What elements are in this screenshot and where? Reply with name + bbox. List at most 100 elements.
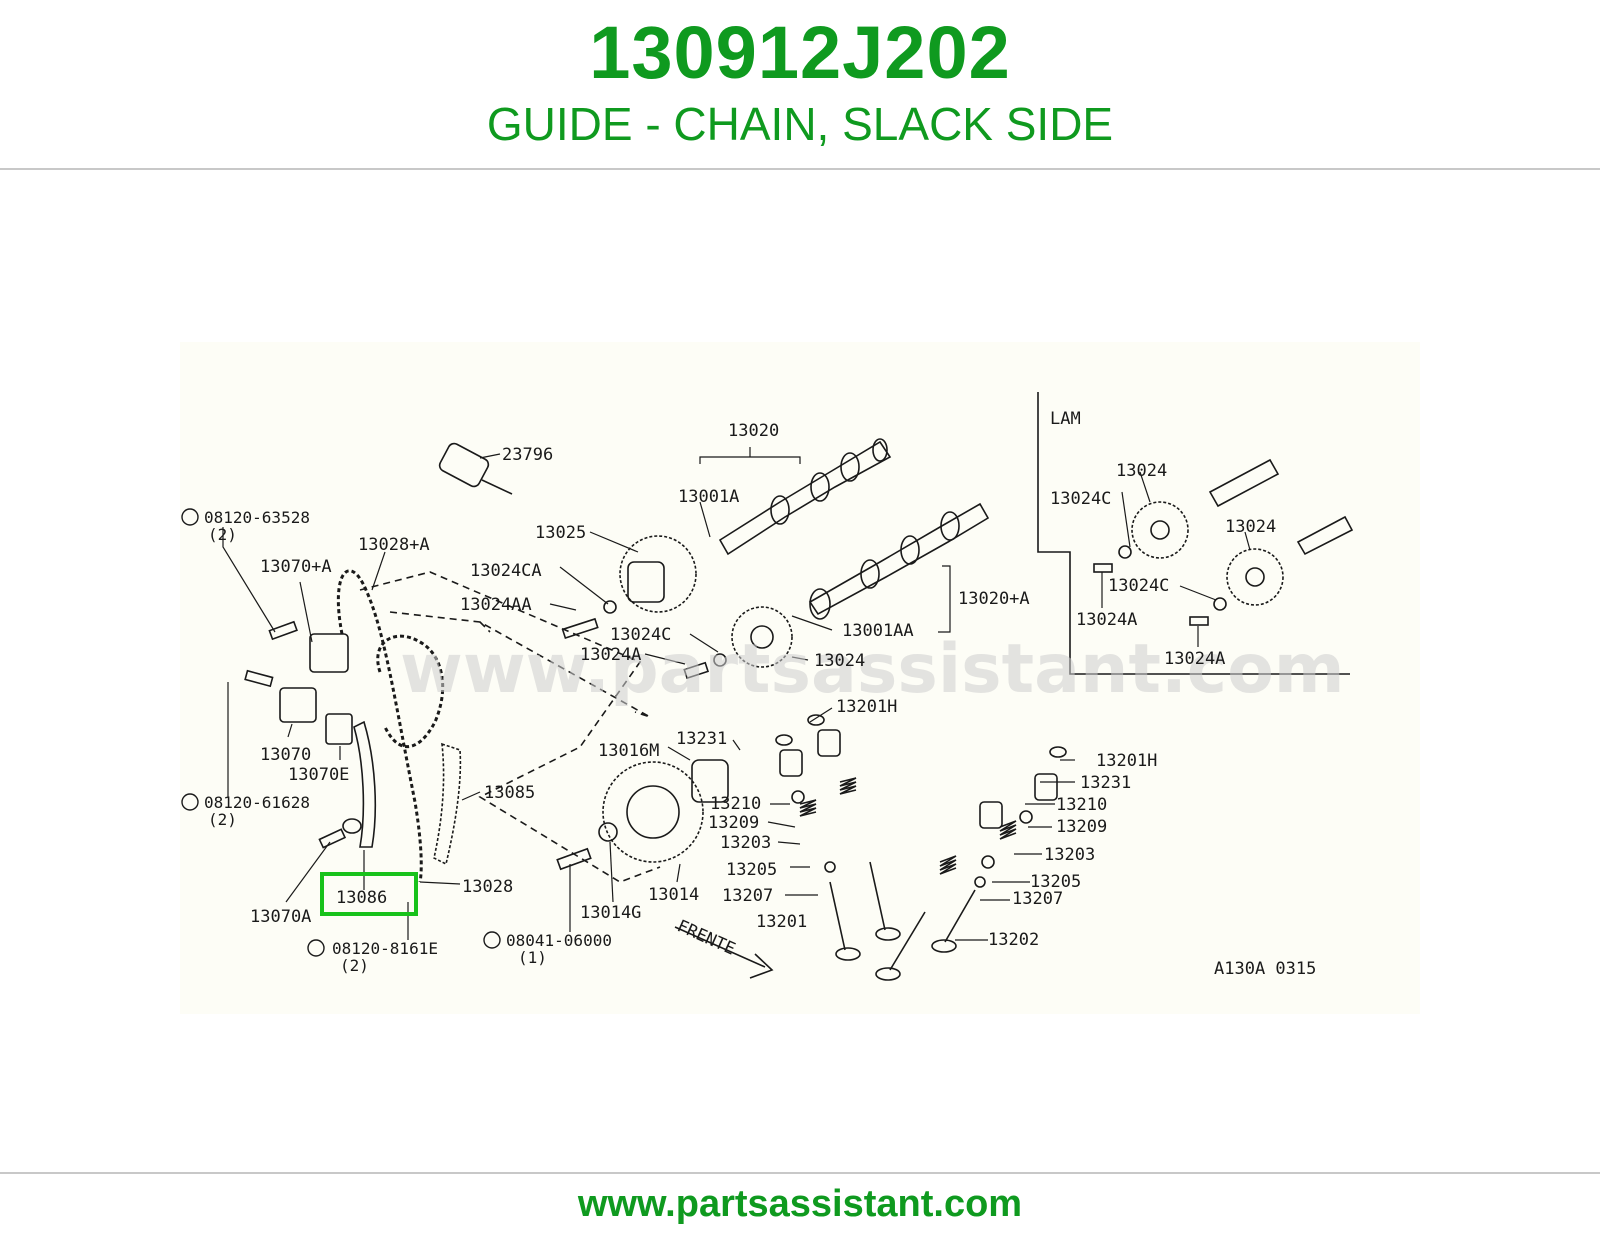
- label-13201: 13201: [756, 912, 807, 932]
- label-13231-right: 13231: [1080, 773, 1131, 793]
- timing-chain: [336, 569, 423, 883]
- valve-spring: [839, 777, 857, 795]
- exploded-view-drawing: www.partsassistant.com 23796 13020 13001…: [181, 392, 1354, 981]
- washer: [603, 600, 617, 614]
- dashed-outline: [389, 611, 651, 718]
- shim: [775, 734, 793, 746]
- bolt-badge-icon: [307, 939, 325, 957]
- label-13205-right: 13205: [1030, 872, 1081, 892]
- label-13028: 13028: [462, 877, 513, 897]
- variable-timing-unit: [627, 561, 665, 603]
- direction-label: FRENTE: [674, 916, 738, 959]
- inset-label-13024a-b: 13024A: [1164, 649, 1225, 669]
- valve-spring: [999, 820, 1017, 840]
- label-13209: 13209: [708, 813, 759, 833]
- label-13202: 13202: [988, 930, 1039, 950]
- label-bolt-2: 08120-61628: [204, 793, 310, 812]
- label-13020-plus-a: 13020+A: [958, 589, 1030, 609]
- valve-lifter: [1034, 773, 1058, 801]
- part-name: GUIDE - CHAIN, SLACK SIDE: [486, 98, 1114, 150]
- label-13203-right: 13203: [1044, 845, 1095, 865]
- retainer: [1019, 810, 1033, 824]
- label-13001aa: 13001AA: [842, 621, 914, 641]
- leader-lines: [222, 447, 1251, 941]
- dashed-outline: [359, 571, 661, 883]
- valve-spring: [939, 855, 957, 875]
- footer-site-link[interactable]: www.partsassistant.com: [577, 1183, 1023, 1225]
- valve-left: [829, 861, 901, 961]
- dashed-outline: [479, 621, 491, 633]
- label-13024a: 13024A: [580, 645, 641, 665]
- diagram-code: A130A 0315: [1214, 959, 1316, 979]
- label-13024aa: 13024AA: [460, 595, 532, 615]
- label-13001a: 13001A: [678, 487, 739, 507]
- inset-label-13024c-b: 13024C: [1108, 576, 1169, 596]
- label-13070e: 13070E: [288, 765, 349, 785]
- label-13016m: 13016M: [598, 741, 659, 761]
- label-13201h-right: 13201H: [1096, 751, 1157, 771]
- retainer: [981, 855, 995, 869]
- inset-label-13024c-a: 13024C: [1050, 489, 1111, 509]
- bolt: [683, 661, 710, 680]
- bolt: [244, 669, 274, 688]
- inset-label-13024-a: 13024: [1116, 461, 1167, 481]
- valve-lifter: [979, 801, 1003, 829]
- label-23796: 23796: [502, 445, 553, 465]
- inset-title: LAM: [1050, 409, 1081, 429]
- washer: [713, 653, 727, 667]
- shim: [807, 714, 825, 726]
- label-bolt-1: 08120-63528: [204, 508, 310, 527]
- crank-sprocket: [602, 761, 704, 863]
- bolt-badge-icon: [181, 508, 199, 526]
- part-number: 130912J202: [589, 11, 1011, 94]
- crank-hub: [691, 759, 729, 803]
- label-13210-right: 13210: [1056, 795, 1107, 815]
- label-13210: 13210: [710, 794, 761, 814]
- label-13209-right: 13209: [1056, 817, 1107, 837]
- camshaft-upper: [718, 438, 892, 556]
- retainer: [974, 876, 986, 888]
- cam-sprocket: [619, 535, 697, 613]
- label-13207-right: 13207: [1012, 889, 1063, 909]
- label-13070: 13070: [260, 745, 311, 765]
- tension-guide: [433, 742, 462, 866]
- label-13014: 13014: [648, 885, 699, 905]
- inset-sprocket: [1131, 501, 1189, 559]
- valve-spring: [799, 799, 817, 817]
- bolt: [318, 828, 347, 849]
- label-13024c: 13024C: [610, 625, 671, 645]
- chain-tensioner: [279, 687, 317, 723]
- header-divider: [0, 168, 1600, 170]
- cam-sprocket: [731, 606, 793, 668]
- label-13014g: 13014G: [580, 903, 641, 923]
- inset-label-13024-b: 13024: [1225, 517, 1276, 537]
- timing-chain: [376, 634, 445, 749]
- bolt: [561, 617, 599, 640]
- valve-right: [875, 889, 976, 981]
- label-13207: 13207: [722, 886, 773, 906]
- label-13070-plus-a: 13070+A: [260, 557, 332, 577]
- pivot-washer: [342, 818, 362, 834]
- direction-arrow: [674, 926, 774, 979]
- tensioner-gasket: [325, 713, 353, 745]
- inset-camshaft: [1208, 458, 1280, 508]
- inset-label-13024a-a: 13024A: [1076, 610, 1137, 630]
- label-bolt-2-qty: (2): [208, 810, 237, 829]
- retainer: [791, 790, 805, 804]
- inset-washer: [1213, 597, 1227, 611]
- label-bolt-4-qty: (1): [518, 948, 547, 967]
- label-13025: 13025: [535, 523, 586, 543]
- inset-frame: [1037, 392, 1350, 675]
- diagram-watermark: www.partsassistant.com: [400, 630, 1345, 709]
- label-13020: 13020: [728, 421, 779, 441]
- parts-diagram: www.partsassistant.com 23796 13020 13001…: [180, 342, 1420, 1014]
- label-13024ca: 13024CA: [470, 561, 542, 581]
- label-bolt-3: 08120-8161E: [332, 939, 438, 958]
- tensioner-bracket: [309, 633, 349, 673]
- shim: [1049, 746, 1067, 758]
- label-13085: 13085: [484, 783, 535, 803]
- bolt-badge-icon: [483, 931, 501, 949]
- label-13024: 13024: [814, 651, 865, 671]
- inset-sprocket: [1226, 548, 1284, 606]
- header: 130912J202 GUIDE - CHAIN, SLACK SIDE: [0, 0, 1600, 170]
